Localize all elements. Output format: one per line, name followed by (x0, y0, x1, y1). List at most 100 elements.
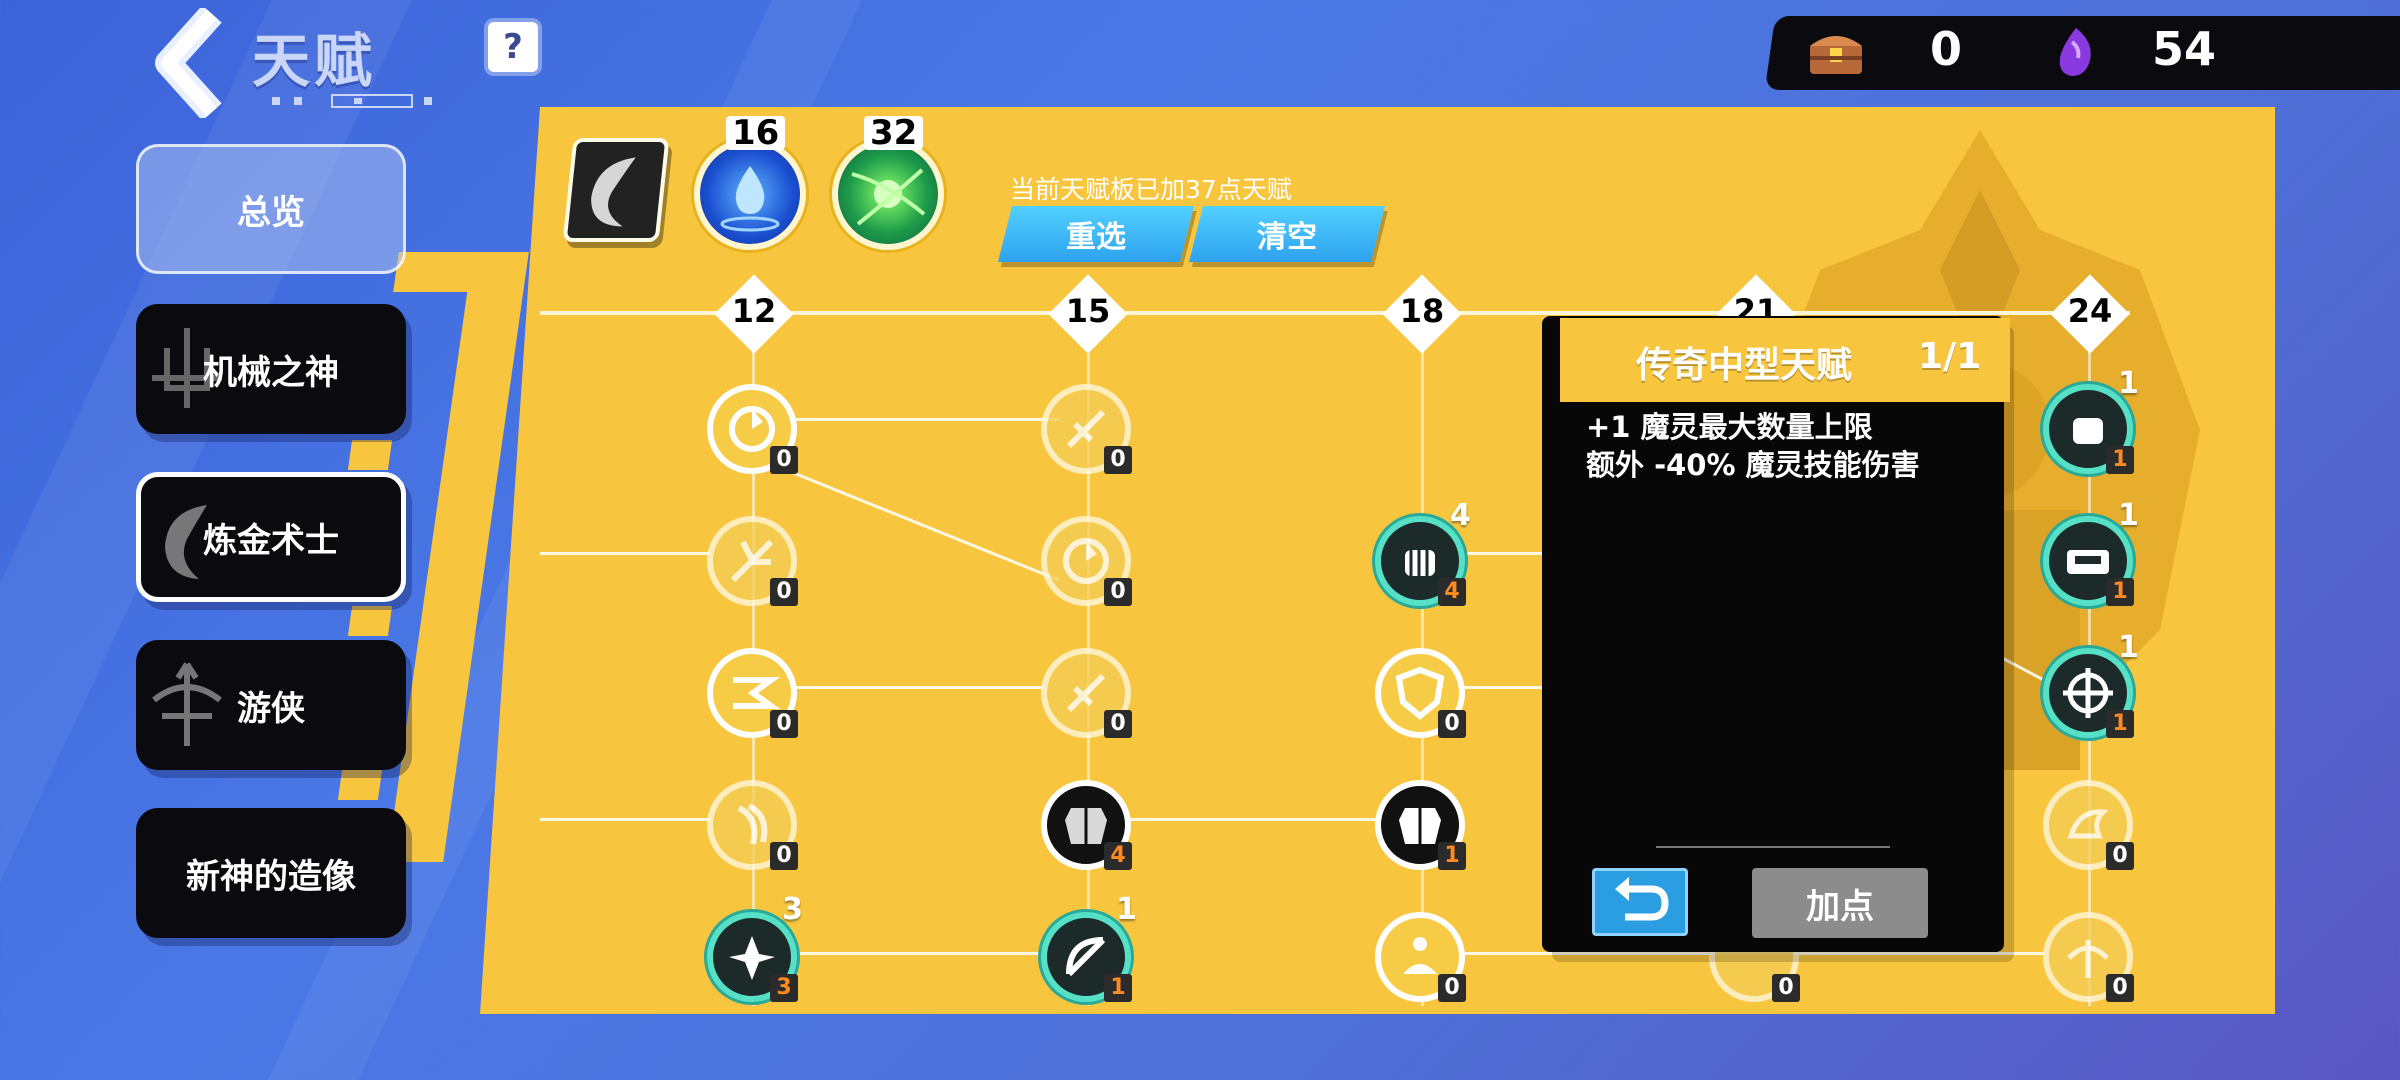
crossbow-icon (152, 662, 222, 746)
popup-count: 1/1 (1918, 336, 1982, 377)
tab-alchemist[interactable]: 炼金术士 (136, 472, 406, 602)
burst-icon (730, 539, 774, 583)
popup-desc-line: 额外 -40% 魔灵技能伤害 (1586, 448, 1920, 482)
help-button[interactable]: ? (488, 22, 538, 72)
node-count: 1 (1438, 842, 1466, 870)
tab-new-god-statue[interactable]: 新神的造像 (136, 808, 406, 938)
node-count: 1 (2106, 710, 2134, 738)
chest-count: 0 (1930, 22, 1963, 76)
node-count: 0 (770, 710, 798, 738)
popup-header (1560, 318, 2010, 402)
swirl-icon (165, 505, 207, 579)
leaf-burst-icon (729, 936, 775, 980)
level-label: 18 (1399, 292, 1445, 330)
swirl-icon (591, 157, 636, 227)
node-cap: 1 (1116, 892, 1137, 927)
armor-icon (1065, 808, 1107, 844)
undo-button[interactable] (1592, 868, 1688, 936)
class-emblem (562, 138, 670, 242)
spin-icon (1063, 538, 1109, 584)
fist-icon (2073, 418, 2103, 444)
water-orb[interactable] (694, 138, 806, 250)
level-label: 12 (731, 292, 777, 330)
crossbow-icon (2067, 940, 2109, 978)
talent-node[interactable] (707, 648, 797, 738)
node-connector (540, 552, 710, 555)
vehicle-icon (2067, 550, 2109, 574)
dragon-icon (2067, 809, 2109, 839)
node-count: 0 (1438, 710, 1466, 738)
add-point-button[interactable]: 加点 (1752, 868, 1928, 938)
side-deco (337, 770, 383, 800)
node-cap: 3 (782, 892, 803, 927)
node-count: 0 (1772, 974, 1800, 1002)
talent-node[interactable] (2043, 780, 2133, 870)
node-connector (1464, 686, 1554, 689)
reselect-label: 重选 (1066, 220, 1126, 255)
reselect-button[interactable]: 重选 (998, 206, 1194, 262)
talent-node[interactable] (1375, 780, 1465, 870)
node-connector (780, 418, 1060, 421)
tab-ranger[interactable]: 游侠 (136, 640, 406, 770)
popup-description: +1 魔灵最大数量上限 额外 -40% 魔灵技能伤害 (1586, 408, 1920, 484)
tab-mech-god[interactable]: 机械之神 (136, 304, 406, 434)
water-drop-icon (720, 166, 780, 232)
node-connector (794, 686, 1044, 689)
node-count: 1 (1104, 974, 1132, 1002)
armor-icon (1399, 808, 1441, 844)
clear-button[interactable]: 清空 (1189, 206, 1385, 262)
node-cap: 4 (1450, 498, 1471, 533)
shield-icon (1395, 666, 1445, 720)
talent-node[interactable] (707, 516, 797, 606)
back-button[interactable] (150, 5, 230, 121)
talent-node[interactable] (1041, 384, 1131, 474)
slash-icon (1066, 409, 1106, 449)
popup-title: 传奇中型天赋 (1636, 345, 1853, 386)
meditate-icon (1403, 937, 1437, 974)
undo-icon (1615, 877, 1669, 921)
claw-icon (737, 803, 768, 845)
level-label: 15 (1065, 292, 1111, 330)
node-count: 0 (2106, 974, 2134, 1002)
node-count: 0 (1104, 710, 1132, 738)
level-label: 24 (2067, 292, 2113, 330)
talent-node[interactable] (1375, 516, 1465, 606)
tab-overview[interactable]: 总览 (136, 144, 406, 274)
node-cap: 1 (2118, 498, 2139, 533)
fist-icon (1405, 550, 1435, 576)
clear-label: 清空 (1257, 220, 1317, 255)
node-count: 0 (1104, 578, 1132, 606)
node-cap: 1 (2118, 366, 2139, 401)
water-orb-value: 16 (726, 116, 786, 150)
tab-mech-god-label: 机械之神 (203, 352, 339, 393)
tab-overview-label: 总览 (237, 192, 305, 233)
node-count: 0 (1104, 446, 1132, 474)
talent-node[interactable] (1041, 912, 1131, 1002)
node-cap: 1 (2118, 630, 2139, 665)
node-count: 1 (2106, 578, 2134, 606)
crosshair-icon (2063, 668, 2113, 718)
node-count: 0 (2106, 842, 2134, 870)
side-deco (347, 440, 393, 470)
node-count: 4 (1104, 842, 1132, 870)
spin-icon (729, 406, 775, 452)
tab-ranger-label: 游侠 (237, 688, 305, 729)
tab-new-god-statue-label: 新神的造像 (186, 856, 356, 897)
speed-icon (733, 677, 781, 709)
board-points-info: 当前天赋板已加37点天赋 (1010, 175, 1292, 204)
chevron-left-icon (155, 5, 222, 121)
vortex-icon (851, 168, 926, 226)
node-count: 0 (1438, 974, 1466, 1002)
popup-divider (1656, 846, 1890, 848)
node-count: 4 (1438, 578, 1466, 606)
node-connector (540, 818, 710, 821)
node-count: 3 (770, 974, 798, 1002)
talent-node[interactable] (2043, 912, 2133, 1002)
talent-node[interactable] (1041, 648, 1131, 738)
soul-gem-icon (2059, 28, 2091, 76)
chest-icon (1810, 36, 1862, 74)
node-connector (1130, 818, 1380, 821)
nature-orb[interactable] (832, 138, 944, 250)
node-connector (794, 952, 1044, 955)
bow-icon (1066, 937, 1106, 977)
